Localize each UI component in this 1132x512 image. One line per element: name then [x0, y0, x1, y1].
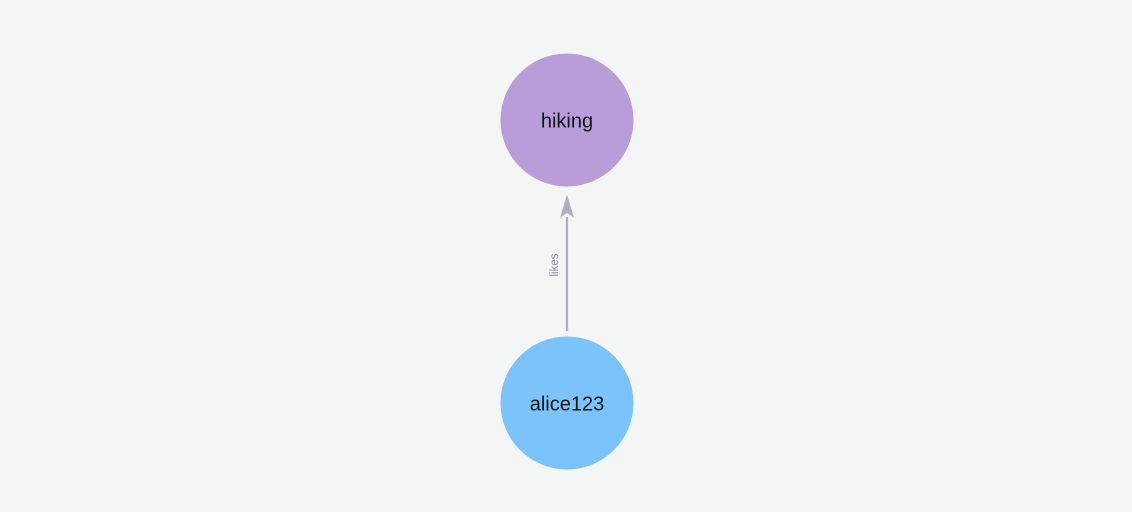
edge-arrowhead-icon [560, 194, 574, 218]
node-alice123[interactable]: alice123 [500, 336, 634, 470]
node-hiking[interactable]: hiking [500, 53, 634, 187]
edge-label-likes: likes [549, 253, 561, 276]
node-alice123-circle [500, 336, 634, 470]
edge-alice123-hiking[interactable]: likes [549, 194, 574, 332]
node-alice123-label: alice123 [530, 393, 605, 415]
node-hiking-label: hiking [541, 110, 593, 132]
node-hiking-circle [500, 53, 634, 187]
